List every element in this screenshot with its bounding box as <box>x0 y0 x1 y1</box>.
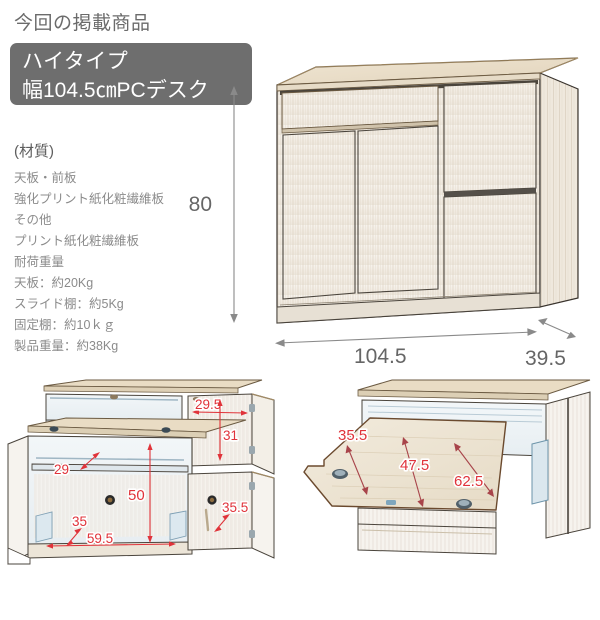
dimension-height: 80 <box>189 193 212 216</box>
dimension-tray-width-inner: 47.5 <box>400 457 429 474</box>
dimension-interior-height: 50 <box>128 487 145 504</box>
product-size-label: 幅104.5㎝PCデスク <box>22 79 209 102</box>
material-item: 耐荷重量 <box>14 255 65 269</box>
interior-detail-illustration: 29.5 31 29 50 35 59.5 <box>6 378 292 568</box>
dimension-right-top-width: 29.5 <box>195 397 221 412</box>
materials-heading: (材質) <box>14 143 54 160</box>
dimension-depth: 39.5 <box>525 347 566 370</box>
material-item: 天板：約20Kg <box>14 276 94 290</box>
dimension-width: 104.5 <box>354 345 407 368</box>
material-item: プリント紙化粧繊維板 <box>14 234 140 248</box>
dimension-slide-depth: 35 <box>72 514 87 529</box>
dimension-right-bottom-depth: 35.5 <box>222 500 248 515</box>
material-item: 天板・前板 <box>14 171 77 185</box>
material-item: 強化プリント紙化粧繊維板 <box>14 192 165 206</box>
dimension-tray-depth: 35.5 <box>338 427 367 444</box>
dimension-tray-width-outer: 62.5 <box>454 473 483 490</box>
material-item: 固定棚：約10ｋｇ <box>14 318 116 332</box>
main-cabinet-illustration: 80 104.5 39.5 <box>189 55 600 375</box>
material-item: 製品重量：約38Kg <box>14 339 119 353</box>
page-title: 今回の掲載商品 <box>14 13 151 34</box>
product-name-badge: ハイタイプ 幅104.5㎝PCデスク <box>10 43 252 105</box>
material-item: その他 <box>14 213 52 227</box>
slide-shelf-illustration: 35.5 47.5 62.5 <box>296 378 596 568</box>
materials-section: (材質) 天板・前板 強化プリント紙化粧繊維板 その他 プリント紙化粧繊維板 耐… <box>14 140 224 357</box>
dimension-shelf-depth: 29 <box>54 462 69 477</box>
dimension-right-top-height: 31 <box>223 428 238 443</box>
dimension-interior-width: 59.5 <box>87 531 113 546</box>
material-item: スライド棚：約5Kg <box>14 297 124 311</box>
product-type-label: ハイタイプ <box>22 50 129 73</box>
